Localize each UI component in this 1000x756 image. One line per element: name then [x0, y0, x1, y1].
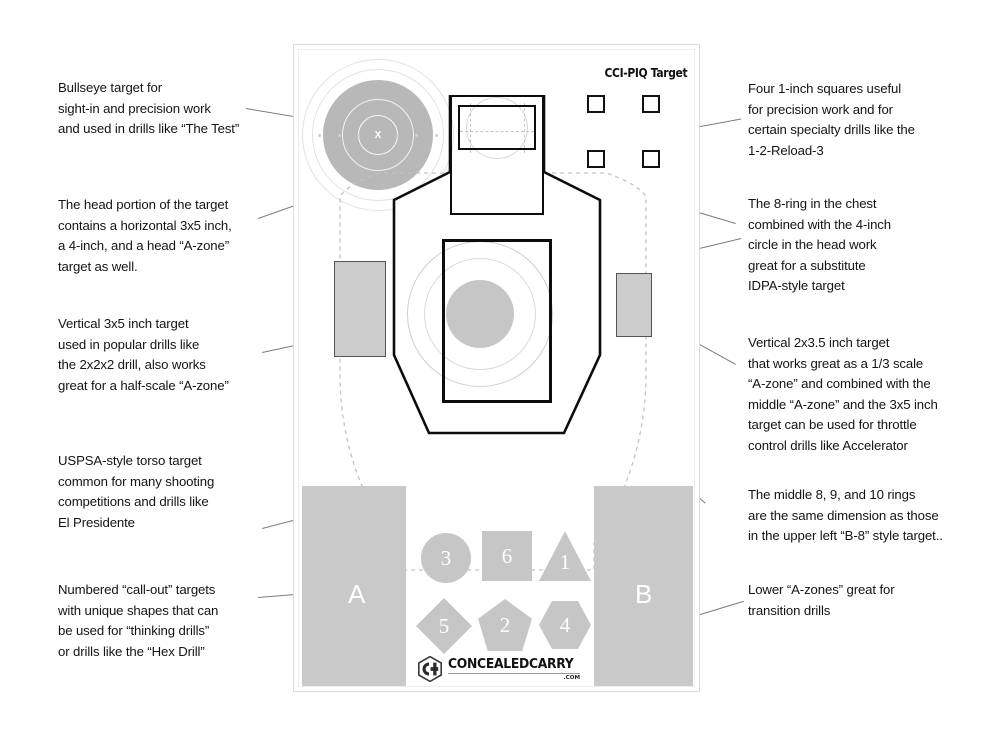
annotation-uspsa: USPSA-style torso target common for many… [58, 453, 215, 530]
hexagon-fill [539, 601, 591, 649]
one-inch-square-1 [587, 95, 605, 113]
annotation-squares: Four 1-inch squares useful for precision… [748, 81, 915, 158]
chest-azone-box [442, 239, 552, 403]
head-outline-box [450, 95, 544, 215]
chest-ring-9 [424, 258, 536, 370]
bullseye-tick [415, 134, 418, 137]
lower-azone-right [594, 486, 693, 686]
bullseye-tick [338, 134, 341, 137]
annotation-vertical35: Vertical 3x5 inch target used in popular… [58, 316, 229, 393]
callout-shape-triangle: 1 [539, 529, 591, 581]
bullseye-tick [435, 134, 438, 137]
head-3x5-box [458, 105, 536, 150]
annotation-head: The head portion of the target contains … [58, 197, 232, 274]
callout-number: 2 [499, 612, 511, 637]
logo-wordmark: CONCEALEDCARRY .COM [448, 657, 581, 681]
annotation-lowerazone: Lower “A-zones” great for transition dri… [748, 582, 895, 618]
callout-number: 4 [559, 612, 571, 637]
head-azone-dash-left [470, 103, 471, 153]
annotation-callout: Numbered “call-out” targets with unique … [58, 582, 219, 659]
callout-number: 3 [440, 545, 452, 570]
bullseye-target: X [302, 59, 454, 211]
one-inch-square-4 [642, 150, 660, 168]
bullseye-tick [357, 134, 360, 137]
lower-azone-left [302, 486, 406, 686]
logo-word: CONCEALEDCARRY [448, 657, 574, 672]
annotation-eightring: The 8-ring in the chest combined with th… [748, 196, 891, 293]
logo-tld: .COM [448, 673, 581, 681]
head-azone-dash-mid [460, 131, 534, 132]
head-4inch-circle [466, 97, 528, 159]
one-inch-square-2 [642, 95, 660, 113]
callout-shape-diamond: 5 [416, 598, 472, 654]
vertical-3x5-target [334, 261, 386, 357]
callout-number: 6 [501, 543, 513, 568]
callout-shape-hexagon: 4 [539, 601, 591, 649]
cc-hex-logo-icon [418, 656, 442, 682]
lower-azone-label-b: B [635, 579, 653, 609]
vertical-2x3p5-target [616, 273, 652, 337]
concealedcarry-logo: CONCEALEDCARRY .COM [418, 656, 581, 682]
callout-shape-pentagon: 2 [478, 599, 532, 651]
sheet-inner-frame [298, 49, 695, 687]
callout-shape-circle: 3 [421, 533, 471, 583]
bullseye-tick [318, 134, 321, 137]
bullseye-ring-9 [342, 99, 414, 171]
callout-number: 1 [559, 549, 571, 574]
bullseye-tick [396, 134, 399, 137]
annotation-bullseye: Bullseye target for sight-in and precisi… [58, 80, 240, 136]
annotation-rings: The middle 8, 9, and 10 rings are the sa… [748, 487, 943, 543]
head-azone-dash-right [524, 103, 525, 153]
bullseye-center-x: X [374, 129, 382, 141]
callout-shape-square: 6 [482, 531, 532, 581]
sheet-title: CCI-PIQ Target [604, 65, 687, 80]
one-inch-square-3 [587, 150, 605, 168]
lower-azone-label-a: A [348, 579, 366, 609]
annotation-vertical235: Vertical 2x3.5 inch target that works gr… [748, 335, 938, 453]
chest-ring-10 [446, 280, 514, 348]
callout-number: 5 [438, 613, 450, 638]
target-sheet: CCI-PIQ Target X [293, 44, 700, 692]
